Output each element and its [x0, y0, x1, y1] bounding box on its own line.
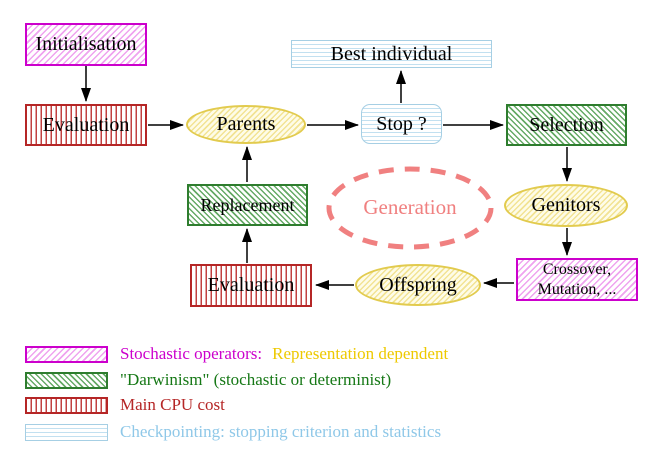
node-best-individual-label: Best individual	[330, 42, 453, 65]
generation-label: Generation	[363, 195, 457, 219]
node-genitors-label: Genitors	[531, 194, 601, 216]
node-evaluation-bottom: Evaluation	[190, 264, 312, 307]
node-evaluation-top-label: Evaluation	[42, 113, 130, 136]
legend-label-main-cpu-cost: Main CPU cost	[120, 395, 225, 414]
node-offspring: Offspring	[355, 264, 481, 306]
legend-label-darwinism: "Darwinism" (stochastic or determinist)	[120, 370, 392, 389]
node-replacement: Replacement	[187, 184, 308, 226]
node-crossover-label-line1: Crossover,	[542, 260, 612, 278]
generation-loop-ellipse	[326, 166, 494, 250]
legend-row-checkpointing: Checkpointing: stopping criterion and st…	[25, 422, 442, 441]
node-stop-label: Stop ?	[376, 112, 427, 135]
legend-row-stochastic-operators: Stochastic operators: Representation depe…	[25, 344, 449, 363]
legend-row-darwinism: "Darwinism" (stochastic or determinist)	[25, 370, 392, 389]
legend-swatch-cyan-horizontal-lines	[25, 423, 108, 441]
node-stop: Stop ?	[361, 104, 442, 144]
node-crossover-mutation: Crossover, Mutation, ...	[516, 258, 638, 301]
node-evaluation-bottom-label: Evaluation	[207, 274, 295, 296]
node-best-individual: Best individual	[291, 40, 492, 68]
legend-label-stochastic-operators: Stochastic operators:	[120, 344, 263, 363]
node-initialisation-label: Initialisation	[35, 33, 137, 55]
node-parents-label: Parents	[216, 113, 276, 135]
node-selection: Selection	[506, 104, 627, 146]
node-parents: Parents	[186, 105, 306, 144]
node-replacement-label: Replacement	[200, 194, 295, 215]
legend-label-representation-dependent: Representation dependent	[272, 344, 449, 363]
node-genitors: Genitors	[504, 184, 628, 227]
legend-row-main-cpu-cost: Main CPU cost	[25, 395, 225, 414]
node-evaluation-top: Evaluation	[25, 104, 147, 146]
legend-label-checkpointing: Checkpointing: stopping criterion and st…	[120, 422, 442, 441]
node-crossover-label-line2: Mutation, ...	[537, 280, 617, 298]
node-offspring-label: Offspring	[379, 273, 457, 296]
legend-swatch-green-diagonal-hatch	[25, 371, 108, 389]
node-initialisation: Initialisation	[25, 23, 147, 66]
legend-swatch-magenta-diagonal-hatch	[25, 345, 108, 363]
legend-swatch-red-vertical-lines	[25, 396, 108, 414]
node-selection-label: Selection	[529, 113, 604, 136]
